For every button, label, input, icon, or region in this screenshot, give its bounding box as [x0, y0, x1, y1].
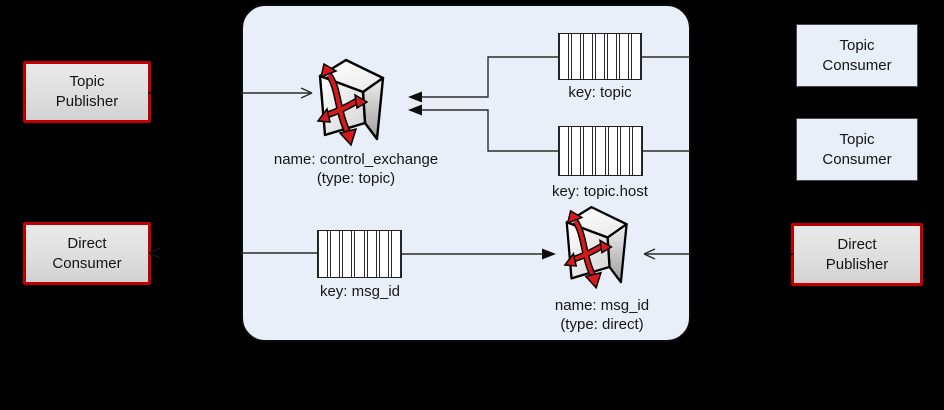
topic-publisher-box: Topic Publisher — [23, 61, 151, 123]
queue-topic-host — [558, 126, 643, 176]
control-exchange-label: name: control_exchange (type: topic) — [246, 150, 466, 188]
direct-publisher-label-line1: Direct — [837, 235, 877, 253]
queue-cell — [631, 127, 642, 175]
exchange-switch-icon — [314, 55, 396, 149]
queue-cell — [607, 127, 618, 175]
queue-cell — [583, 127, 594, 175]
topic-consumer-2-box: Topic Consumer — [796, 118, 918, 181]
topic-publisher-label-line1: Topic — [69, 73, 105, 90]
msg-id-exchange-name: name: msg_id — [554, 297, 650, 314]
queue-cell — [342, 231, 353, 277]
topic-publisher-label-line2: Publisher — [55, 93, 119, 110]
msg-id-exchange-label: name: msg_id (type: direct) — [492, 296, 712, 334]
topic-consumer-2-label-line2: Consumer — [822, 150, 892, 168]
direct-consumer-box: Direct Consumer — [23, 222, 151, 285]
queue-cell — [631, 34, 641, 79]
queue-msg-id — [317, 230, 402, 278]
queue-cell — [619, 127, 630, 175]
queue-topic-key-label: key: topic — [568, 84, 632, 101]
queue-topic-host-key-label: key: topic.host — [552, 183, 648, 200]
queue-cell — [559, 127, 570, 175]
control-exchange-type: (type: topic) — [316, 170, 396, 187]
queue-msg-id-key-label: key: msg_id — [319, 283, 401, 300]
direct-consumer-label-line2: Consumer — [52, 254, 122, 272]
topic-consumer-2-label-line1: Topic — [839, 130, 875, 148]
topic-consumer-1-label-line1: Topic — [839, 36, 875, 54]
topic-consumer-1-box: Topic Consumer — [796, 24, 918, 87]
topic-consumer-1-label-line2: Consumer — [822, 56, 892, 74]
queue-cell — [559, 34, 569, 79]
queue-cell — [318, 231, 329, 277]
queue-cell — [595, 127, 606, 175]
direct-consumer-label-line1: Direct — [67, 234, 107, 252]
queue-cell — [571, 34, 581, 79]
queue-cell — [354, 231, 365, 277]
direct-publisher-label-line2: Publisher — [825, 255, 889, 273]
msg-id-exchange-type: (type: direct) — [560, 316, 644, 333]
queue-cell — [595, 34, 605, 79]
queue-cell — [571, 127, 582, 175]
queue-topic — [558, 33, 642, 80]
queue-cell — [607, 34, 617, 79]
queue-cell — [330, 231, 341, 277]
queue-cell — [390, 231, 401, 277]
queue-cell — [378, 231, 389, 277]
queue-cell — [619, 34, 629, 79]
queue-cell — [583, 34, 593, 79]
control-exchange-name: name: control_exchange — [273, 151, 439, 168]
queue-cell — [366, 231, 377, 277]
exchange-switch-icon — [562, 202, 638, 292]
direct-publisher-box: Direct Publisher — [791, 223, 923, 286]
